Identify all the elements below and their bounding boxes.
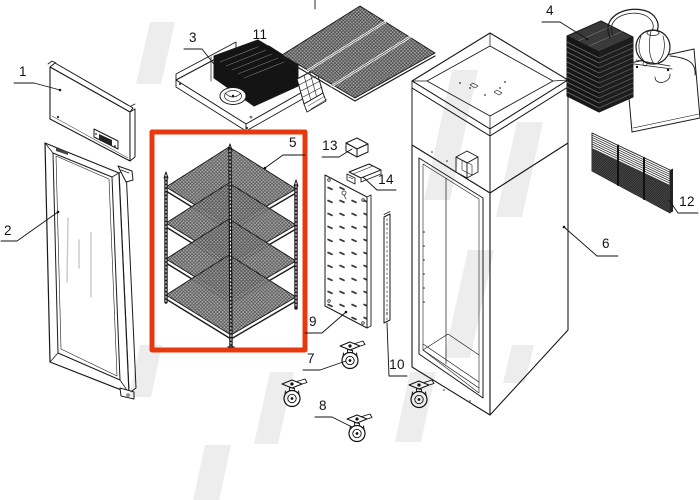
part-label-10[interactable]: 10 <box>389 357 405 372</box>
part-label-3[interactable]: 3 <box>189 30 197 45</box>
part-label-8[interactable]: 8 <box>319 398 327 413</box>
part-label-1[interactable]: 1 <box>19 64 27 79</box>
part-label-14[interactable]: 14 <box>378 172 394 187</box>
part-5-shelf-rack-drawing <box>163 143 299 349</box>
watermark <box>129 22 543 500</box>
part-10-rail-drawing <box>383 211 391 324</box>
part-12-grille-drawing <box>591 132 673 214</box>
part-label-12[interactable]: 12 <box>679 194 695 209</box>
part-label-13[interactable]: 13 <box>322 138 338 153</box>
part-1-top-panel-drawing <box>47 60 136 162</box>
part-13-block-drawing <box>345 137 369 158</box>
part-label-5[interactable]: 5 <box>289 135 297 150</box>
part-2-glass-door-drawing <box>44 142 137 400</box>
highlight-box <box>149 129 308 353</box>
part-label-7[interactable]: 7 <box>307 351 315 366</box>
part-14-bracket-drawing <box>346 163 382 185</box>
part-label-11[interactable]: 11 <box>252 27 268 42</box>
leader-lines <box>0 0 699 428</box>
part-6-cabinet-drawing <box>411 32 569 416</box>
part-3-condensing-unit-drawing <box>175 39 328 132</box>
part-label-4[interactable]: 4 <box>546 3 554 18</box>
part-11-grid-shelf-drawing <box>281 5 436 102</box>
part-label-9[interactable]: 9 <box>309 314 317 329</box>
part-label-2[interactable]: 2 <box>4 223 12 238</box>
part-label-6[interactable]: 6 <box>602 236 610 251</box>
part-4-compressor-condenser-drawing <box>566 8 700 133</box>
part-9-perforated-panel-drawing <box>324 174 372 329</box>
